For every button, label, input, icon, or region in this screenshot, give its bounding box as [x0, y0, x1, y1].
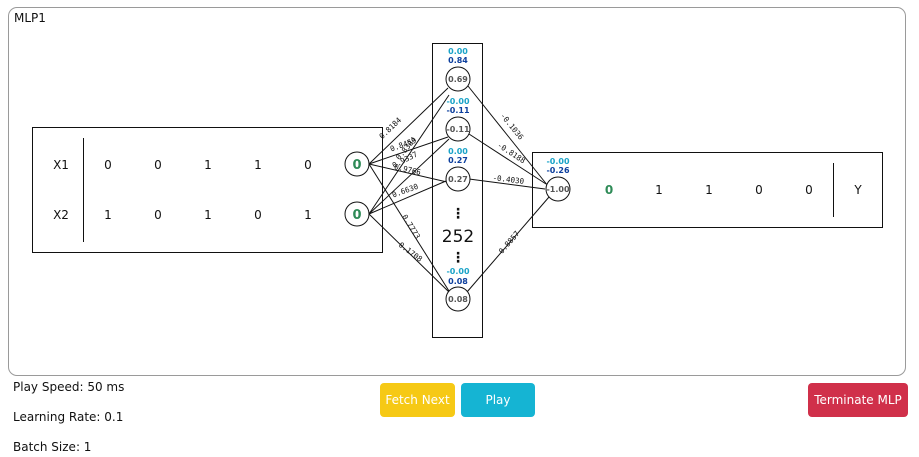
- neuron-grad: 0.00: [448, 47, 468, 56]
- neuron-activation: 0.08: [448, 295, 468, 304]
- input-cell: 0: [304, 158, 312, 172]
- input-neuron-x1: 0: [344, 151, 370, 177]
- weight-label: 0.8184: [377, 115, 403, 141]
- hidden-neuron: -0.00 0.08 0.08: [445, 267, 471, 312]
- mlp-panel: MLP1: [8, 7, 906, 376]
- ellipsis-bottom: ⋮: [451, 250, 465, 266]
- input-cell: 0: [154, 158, 162, 172]
- output-neuron: -0.00 -0.26 -1.00: [545, 157, 571, 202]
- input-cell: 0: [254, 208, 262, 222]
- input-cell: 1: [254, 158, 262, 172]
- neuron-bias: -0.11: [446, 106, 469, 115]
- edge: [368, 87, 449, 165]
- weight-label: 0.9766: [393, 162, 422, 177]
- neuron-grad: -0.00: [446, 267, 469, 276]
- hidden-neuron: 0.00 0.27 0.27: [445, 147, 471, 192]
- fetch-next-button[interactable]: Fetch Next: [380, 383, 455, 417]
- batch-size-label: Batch Size: 1: [13, 440, 92, 454]
- neuron-bias: 0.84: [448, 56, 468, 65]
- neuron-activation: 0.27: [448, 175, 468, 184]
- learning-rate-label: Learning Rate: 0.1: [13, 410, 124, 424]
- weight-label: 0.6630: [391, 182, 420, 200]
- edge: [466, 196, 550, 293]
- weight-label: 0.1708: [397, 240, 424, 264]
- edge: [467, 85, 549, 187]
- input-label-x1: X1: [53, 158, 69, 172]
- edge: [368, 163, 450, 292]
- hidden-neuron: 0.00 0.84 0.69: [445, 47, 471, 92]
- neuron-bias: 0.27: [448, 156, 468, 165]
- edge: [368, 94, 450, 215]
- output-cell: 0: [755, 183, 763, 197]
- input-cell: 0: [104, 158, 112, 172]
- input-cell: 1: [304, 208, 312, 222]
- ellipsis-top: ⋮: [451, 206, 465, 222]
- input-neuron-value: 0: [352, 158, 361, 173]
- edge: [368, 136, 449, 165]
- output-divider: [833, 163, 834, 217]
- panel-title: MLP1: [14, 11, 46, 25]
- input-cell: 0: [154, 208, 162, 222]
- neuron-bias: -0.26: [546, 166, 569, 175]
- edge: [368, 138, 450, 215]
- play-speed-label: Play Speed: 50 ms: [13, 380, 125, 394]
- weight-label: -0.1036: [498, 111, 525, 142]
- edge: [368, 180, 447, 215]
- edge: [468, 178, 546, 190]
- neuron-grad: -0.00: [446, 97, 469, 106]
- edge: [368, 213, 451, 294]
- play-button[interactable]: Play: [461, 383, 535, 417]
- edge: [368, 163, 448, 183]
- input-neuron-x2: 0: [344, 201, 370, 227]
- neuron-activation: 0.69: [448, 75, 468, 84]
- hidden-neurons: 0.00 0.84 0.69 -0.00 -0.11 -0.11 0.00 0.…: [442, 47, 474, 312]
- input-neuron-value: 0: [352, 208, 361, 223]
- input-cell: 1: [204, 208, 212, 222]
- edge: [468, 133, 547, 185]
- weight-label: -0.4030: [492, 173, 525, 186]
- output-cell: 1: [705, 183, 713, 197]
- output-cell: 1: [655, 183, 663, 197]
- terminate-mlp-button[interactable]: Terminate MLP: [808, 383, 908, 417]
- neuron-grad: -0.00: [546, 157, 569, 166]
- input-cell: 1: [104, 208, 112, 222]
- hidden-neuron: -0.00 -0.11 -0.11: [445, 97, 471, 142]
- neuron-grad: 0.00: [448, 147, 468, 156]
- neuron-bias: 0.08: [448, 277, 468, 286]
- output-cell: 0: [805, 183, 813, 197]
- output-table: 0 1 1 0 0 Y: [532, 152, 883, 228]
- connections: [368, 85, 550, 294]
- hidden-count: 252: [442, 227, 474, 247]
- weight-label: 0.7773: [400, 213, 422, 241]
- neuron-activation: -0.11: [446, 125, 469, 134]
- output-label-y: Y: [854, 183, 862, 197]
- input-label-x2: X2: [53, 208, 69, 222]
- neuron-activation: -1.00: [546, 185, 569, 194]
- input-cell: 1: [204, 158, 212, 172]
- weight-label: 0.8857: [497, 229, 522, 255]
- input-divider: [83, 138, 84, 242]
- input-table: X1 X2 0 0 1 1 0 1 0 1 0 1: [32, 127, 383, 253]
- output-current-cell: 0: [604, 183, 614, 197]
